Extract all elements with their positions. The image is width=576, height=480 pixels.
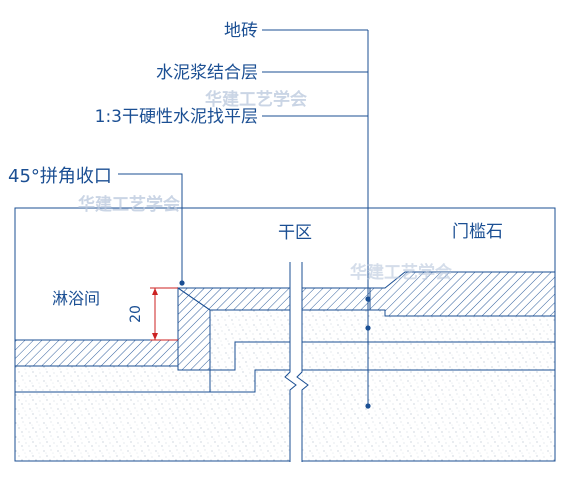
shower-floor-tile: [14, 339, 179, 367]
break-line: [284, 262, 309, 462]
watermark-3: 华建工艺学会: [350, 262, 452, 283]
label-threshold: 门槛石: [452, 222, 503, 242]
watermark-2: 华建工艺学会: [78, 194, 180, 215]
dry-floor-tile: [176, 287, 371, 311]
label-tile: 地砖: [224, 21, 258, 41]
dimension-20: 20: [128, 287, 178, 341]
threshold-stone: [369, 271, 556, 317]
label-dry-area: 干区: [278, 223, 312, 243]
label-leveling-layer: 1:3干硬性水泥找平层: [95, 107, 258, 127]
label-shower: 淋浴间: [52, 289, 100, 308]
label-45-corner: 45°拼角收口: [8, 166, 112, 187]
dimension-label: 20: [128, 305, 144, 323]
leader-lines: [118, 29, 371, 409]
label-cement-paste: 水泥浆结合层: [156, 63, 258, 83]
watermark-1: 华建工艺学会: [205, 89, 307, 110]
